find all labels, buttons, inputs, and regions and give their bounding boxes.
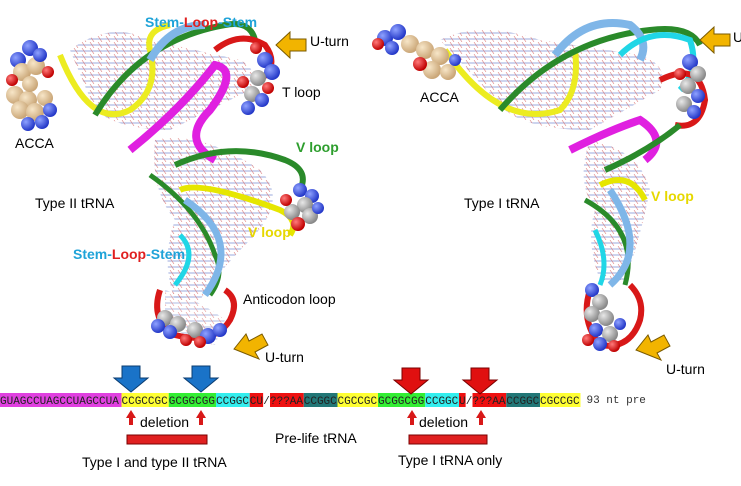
v-loop-yellow-label-right: V loop xyxy=(651,188,694,204)
ribbon-cyan-stem xyxy=(173,233,192,287)
vloop-spheres-left xyxy=(280,183,324,231)
type1-trna-structure xyxy=(372,19,709,352)
sequence-segment-text: / xyxy=(466,396,473,408)
t-loop-label: T loop xyxy=(282,84,321,100)
sequence-segment-bg xyxy=(337,393,378,407)
u-turn-arrow-bottom-right xyxy=(635,334,671,361)
ribbon-green-top xyxy=(92,21,258,117)
ribbon-lightblue-stem-right xyxy=(607,188,634,288)
sequence-segment-bg xyxy=(270,393,304,407)
anticodon-stem-bases xyxy=(154,138,273,300)
sequence-segment-bg xyxy=(263,393,270,407)
sequence-segment-bg xyxy=(168,393,216,407)
deletion-label-left: deletion xyxy=(140,414,189,430)
deletion-bar-right xyxy=(408,434,488,445)
deletion-label-right: deletion xyxy=(419,414,468,430)
blue-arrow-right xyxy=(182,365,220,393)
blue-arrow-left xyxy=(112,365,150,393)
sequence-segment-text: ???AA xyxy=(473,396,506,408)
u-turn-label-bottom-left: U-turn xyxy=(265,349,304,365)
sequence-segment-bg xyxy=(540,393,581,407)
u-turn-label-bottom-right: U-turn xyxy=(666,361,705,377)
acceptor-stem-bases-right xyxy=(440,30,663,130)
sequence-segment-text: CCGGC xyxy=(425,396,458,408)
u-turn-arrow-bottom-left xyxy=(233,333,269,360)
sequence-segment-bg xyxy=(465,393,473,407)
ribbon-lightblue-top-right xyxy=(551,19,648,62)
ribbon-yellow-acceptor-right xyxy=(442,48,579,117)
acca-label-left: ACCA xyxy=(15,135,55,151)
sequence-segment-text: GCGGCGG xyxy=(169,396,215,408)
up-arrow-2 xyxy=(196,410,206,425)
stem-loop-stem-top-label: Stem-Loop-Stem xyxy=(145,14,257,30)
up-arrow-1 xyxy=(126,410,136,425)
ribbon-green-vloop xyxy=(173,148,306,192)
acceptor-stem-bases xyxy=(70,32,254,130)
acca-spheres-right xyxy=(372,24,461,80)
anticodon-spheres-left xyxy=(151,310,227,348)
up-arrow-3 xyxy=(407,410,417,425)
v-loop-green-label: V loop xyxy=(296,139,339,155)
pre-life-trna-label: Pre-life tRNA xyxy=(275,430,357,446)
sequence-segment-text: CU xyxy=(250,396,263,408)
u-turn-arrow-top-right xyxy=(699,25,731,55)
sequence-segment-text: CCGCCGC xyxy=(122,396,169,408)
sequence-segment-text: CGCCGC xyxy=(338,396,378,408)
sequence-segment-bg xyxy=(249,393,264,407)
sequence-segment-bg xyxy=(0,393,122,407)
ribbon-lightblue-top xyxy=(146,21,206,63)
sequence-segment-bg xyxy=(459,393,466,407)
anticodon-spheres-right xyxy=(582,283,626,352)
tloop-spheres-right xyxy=(674,54,706,119)
ribbon-magenta xyxy=(127,60,231,164)
type2-trna-structure xyxy=(6,21,324,348)
sequence-segment-text: CCGGC xyxy=(506,396,539,408)
ribbon-cyan-stem-right xyxy=(592,228,607,286)
ribbon-lightblue-stem xyxy=(183,197,225,298)
type1-only-label: Type I tRNA only xyxy=(398,452,502,468)
up-arrow-4 xyxy=(476,410,486,425)
sequence-segment-text: GCGGCGG xyxy=(378,396,424,408)
ribbon-yellow-acceptor xyxy=(57,22,171,118)
v-loop-yellow-label-left: V loop xyxy=(248,224,291,240)
type1-trna-label: Type I tRNA xyxy=(464,195,540,211)
red-arrow-right xyxy=(461,367,499,395)
stem-loop-stem-bottom-label: Stem-Loop-Stem xyxy=(73,246,185,262)
u-turn-label-top-left: U-turn xyxy=(310,33,349,49)
tloop-spheres-left xyxy=(237,42,280,115)
anticodon-stem-bases-right xyxy=(583,140,650,280)
sequence-segment-bg xyxy=(303,393,338,407)
sequence-segment-bg xyxy=(506,393,540,407)
sequence-segment-text: GUAGCCUAGCCUAGCCUA xyxy=(0,396,119,408)
u-turn-arrow-top-left xyxy=(275,30,307,60)
type1-and-type2-label: Type I and type II tRNA xyxy=(82,454,227,470)
sequence-segment-text: CCGGC xyxy=(216,396,249,408)
anticodon-loop-label: Anticodon loop xyxy=(243,291,336,307)
acca-spheres-left xyxy=(6,40,57,131)
ribbon-magenta-right xyxy=(568,115,661,164)
red-arrow-left xyxy=(392,367,430,395)
sequence-segment-bg xyxy=(425,393,459,407)
type2-trna-label: Type II tRNA xyxy=(35,195,115,211)
sequence-segment-bg xyxy=(378,393,426,407)
deletion-bar-left xyxy=(126,434,208,445)
ribbon-green-stem-right xyxy=(583,197,631,286)
sequence-segment-bg xyxy=(472,393,507,407)
ribbon-green-top-right xyxy=(497,26,703,112)
u-turn-label-top-right: U xyxy=(733,29,741,45)
sequence-segment-text: CCGGC xyxy=(304,396,337,408)
acca-label-right: ACCA xyxy=(420,89,460,105)
sequence-segment-text: ???AA xyxy=(270,396,303,408)
sequence-segment-text: CGCCGC xyxy=(540,396,580,408)
ribbon-yellow-vloop-right xyxy=(598,177,648,202)
ribbon-green-vloop-right xyxy=(603,122,682,173)
sequence-segment-bg xyxy=(216,393,250,407)
sequence-segment-text: U xyxy=(459,396,466,408)
sequence-segment-bg xyxy=(121,393,169,407)
sequence-segment-text: / xyxy=(263,396,270,408)
sequence-length-label: 93 nt pre xyxy=(587,395,646,407)
